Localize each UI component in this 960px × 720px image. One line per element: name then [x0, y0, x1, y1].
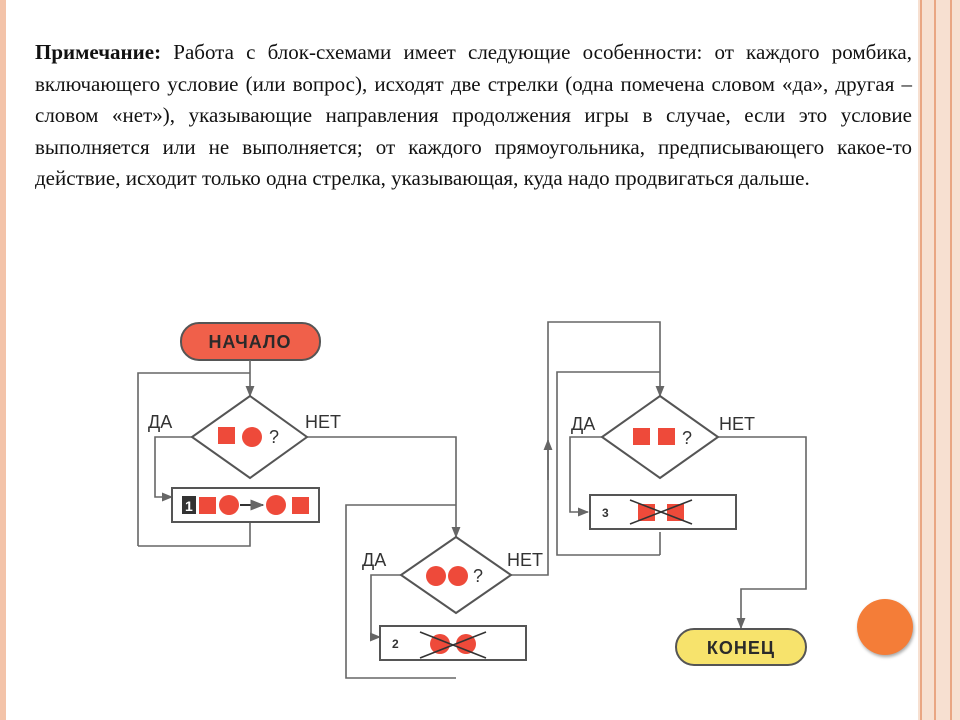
- circle-shape: [266, 495, 286, 515]
- square-shape: [199, 497, 216, 514]
- note-label: Примечание:: [35, 40, 162, 64]
- circle-shape: [448, 566, 468, 586]
- note-paragraph: Примечание: Работа с блок-схемами имеет …: [35, 37, 912, 195]
- step-number-1-bg: [182, 496, 196, 514]
- cross-out-mark: [629, 499, 693, 525]
- end-terminal: [675, 628, 807, 666]
- question-mark: ?: [682, 428, 692, 448]
- question-mark: ?: [269, 427, 279, 447]
- square-shape: [658, 428, 675, 445]
- end-label: КОНЕЦ: [707, 638, 775, 658]
- right-frame-line: [950, 0, 952, 720]
- step-number-1: 1: [185, 498, 193, 514]
- left-frame-band: [0, 0, 6, 720]
- yes-label-3: ДА: [571, 414, 595, 434]
- square-shape: [633, 428, 650, 445]
- question-mark: ?: [473, 566, 483, 586]
- start-label: НАЧАЛО: [208, 332, 291, 352]
- step-number-3: 3: [602, 506, 609, 520]
- yes-label-2: ДА: [362, 550, 386, 570]
- connectors: [137, 321, 807, 679]
- circle-shape: [242, 427, 262, 447]
- right-frame-band: [918, 0, 960, 720]
- decorative-orange-circle: [857, 599, 913, 655]
- circle-shape: [219, 495, 239, 515]
- yes-label-1: ДА: [148, 412, 172, 432]
- right-frame-line: [934, 0, 936, 720]
- no-label-1: НЕТ: [305, 412, 341, 432]
- square-shape: [292, 497, 309, 514]
- note-text: Работа с блок-схемами имеет следующие ос…: [35, 40, 912, 190]
- square-shape: [218, 427, 235, 444]
- action-box-2: [379, 625, 527, 661]
- right-frame-line: [920, 0, 922, 720]
- circle-shape: [426, 566, 446, 586]
- step-number-2: 2: [392, 637, 399, 651]
- no-label-2: НЕТ: [507, 550, 543, 570]
- no-label-3: НЕТ: [719, 414, 755, 434]
- cross-out-mark: [419, 631, 487, 659]
